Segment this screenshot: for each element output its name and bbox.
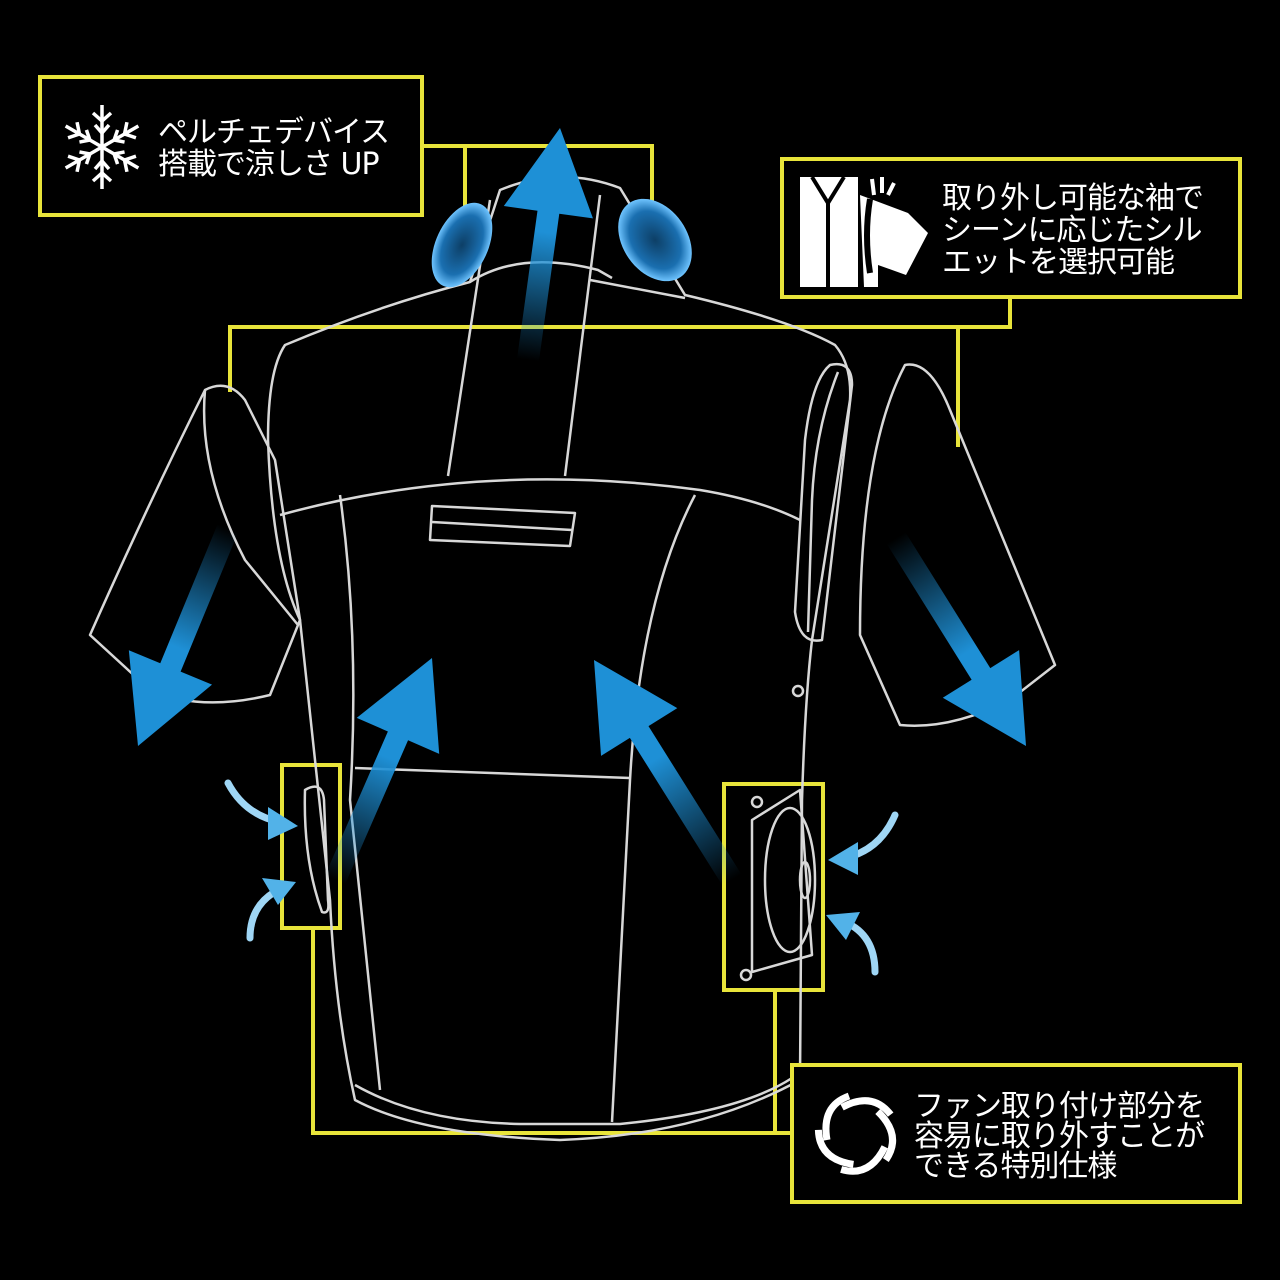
- peltier-text-line2: 搭載で涼しさ UP: [158, 147, 380, 182]
- jacket-outline: [88, 175, 1057, 1142]
- peltier-text-line1: ペルチェデバイス: [158, 115, 390, 150]
- peltier-device-left: [431, 202, 493, 288]
- callout-detachable-sleeve: 取り外し可能な袖で シーンに応じたシル エットを選択可能: [780, 157, 1242, 299]
- airflow-arrows: [128, 128, 1026, 886]
- sleeve-text-line2: シーンに応じたシル: [942, 213, 1202, 248]
- airflow-arrow-center-body: [594, 660, 742, 886]
- callout-peltier: ペルチェデバイス 搭載で涼しさ UP: [38, 75, 424, 217]
- fan-text-line2: 容易に取り外すことが: [914, 1119, 1205, 1154]
- fan-text-line1: ファン取り付け部分を: [914, 1089, 1205, 1124]
- airflow-arrow-left-body: [324, 658, 440, 885]
- sleeve-text-line3: エットを選択可能: [942, 245, 1175, 280]
- fan-icon: [812, 1089, 902, 1179]
- airflow-arrow-right-sleeve: [886, 532, 1026, 746]
- sleeve-text-line1: 取り外し可能な袖で: [942, 181, 1204, 216]
- airflow-arrow-neck: [503, 128, 593, 362]
- peltier-device-right: [618, 198, 692, 282]
- fan-text-line3: できる特別仕様: [914, 1149, 1117, 1184]
- snowflake-icon: [60, 105, 144, 191]
- callout-fan-mount: ファン取り付け部分を 容易に取り外すことが できる特別仕様: [790, 1063, 1242, 1204]
- intake-arrows: [224, 779, 899, 976]
- detachable-sleeve-icon: [800, 175, 928, 287]
- airflow-arrow-left-sleeve: [128, 523, 239, 746]
